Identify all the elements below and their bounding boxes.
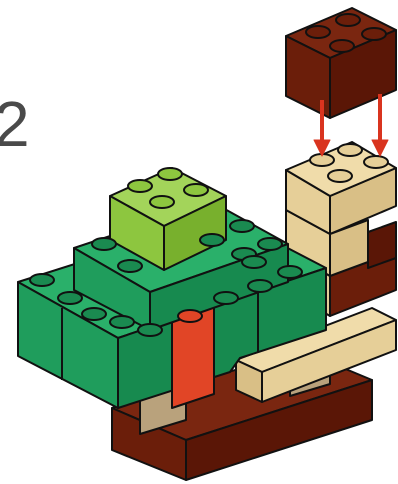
green-stud [242,256,266,268]
green-stud [230,220,254,232]
tower-stud [328,170,352,182]
green-stud [82,308,106,320]
down-arrow-head [372,140,388,156]
green-stud [278,266,302,278]
green-stud [248,280,272,292]
green-stud [138,324,162,336]
incoming-brick-stud [336,14,360,26]
green-stud [258,238,282,250]
incoming-brick-stud [362,28,386,40]
incoming-brick-stud [306,26,330,38]
red-stud [178,310,202,322]
tower-stud [364,156,388,168]
green-stud [58,292,82,304]
lime-stud [184,184,208,196]
incoming-brick-stud [330,40,354,52]
green-stud [30,274,54,286]
green-stud [92,238,116,250]
lime-stud [128,180,152,192]
green-stud [200,234,224,246]
green-stud [214,292,238,304]
green-stud [110,316,134,328]
green-stud [118,260,142,272]
lime-stud [158,168,182,180]
tower-stud [338,144,362,156]
lime-stud [150,196,174,208]
